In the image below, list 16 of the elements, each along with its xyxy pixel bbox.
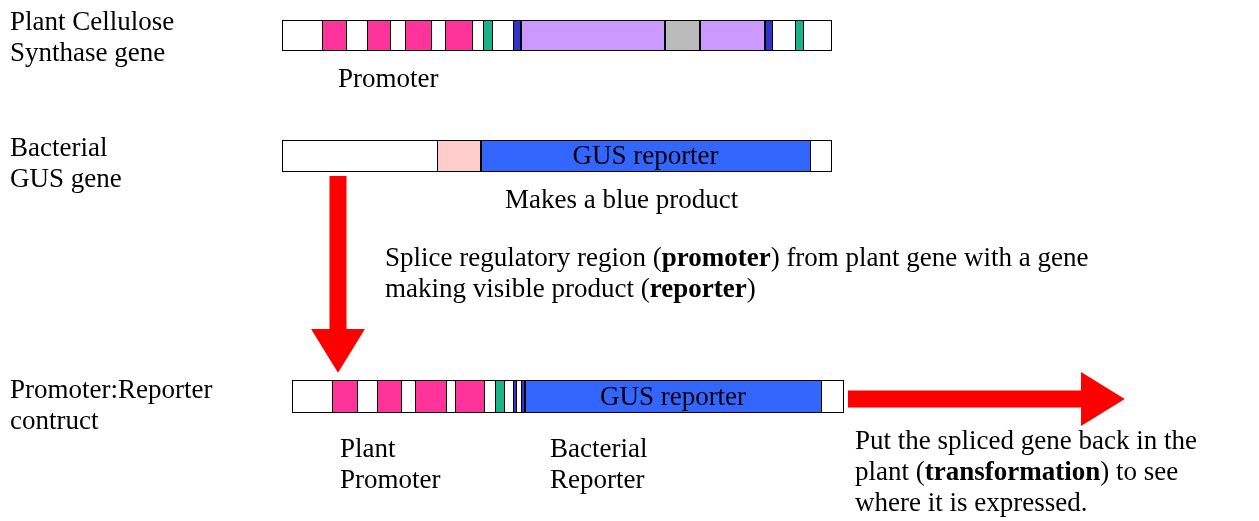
gene-name: Promoter:Reporter contruct <box>10 374 214 436</box>
note-text: Put the spliced gene back in the plant (transformation) to see where it is expressed. <box>855 425 1250 518</box>
gene-name: Bacterial GUS gene <box>10 132 123 194</box>
gene-map-drawing <box>282 140 832 172</box>
region-label: Plant Promoter <box>340 433 442 495</box>
arrow <box>848 371 1125 427</box>
gene-map-drawing <box>292 380 844 413</box>
reporter-segment: GUS reporter <box>480 141 811 171</box>
region-label: Promoter <box>338 63 440 94</box>
product-note: Makes a blue product <box>505 184 740 215</box>
reporter-segment: GUS reporter <box>524 381 822 412</box>
region-label: Bacterial Reporter <box>550 433 649 495</box>
gene-map-drawing <box>282 20 832 51</box>
gene-name: Plant Cellulose Synthase gene <box>10 6 176 68</box>
arrow <box>310 176 366 373</box>
edge-label: Splice regulatory region (promoter) from plant gene with a gene making visible product (reporter) <box>385 242 1090 304</box>
